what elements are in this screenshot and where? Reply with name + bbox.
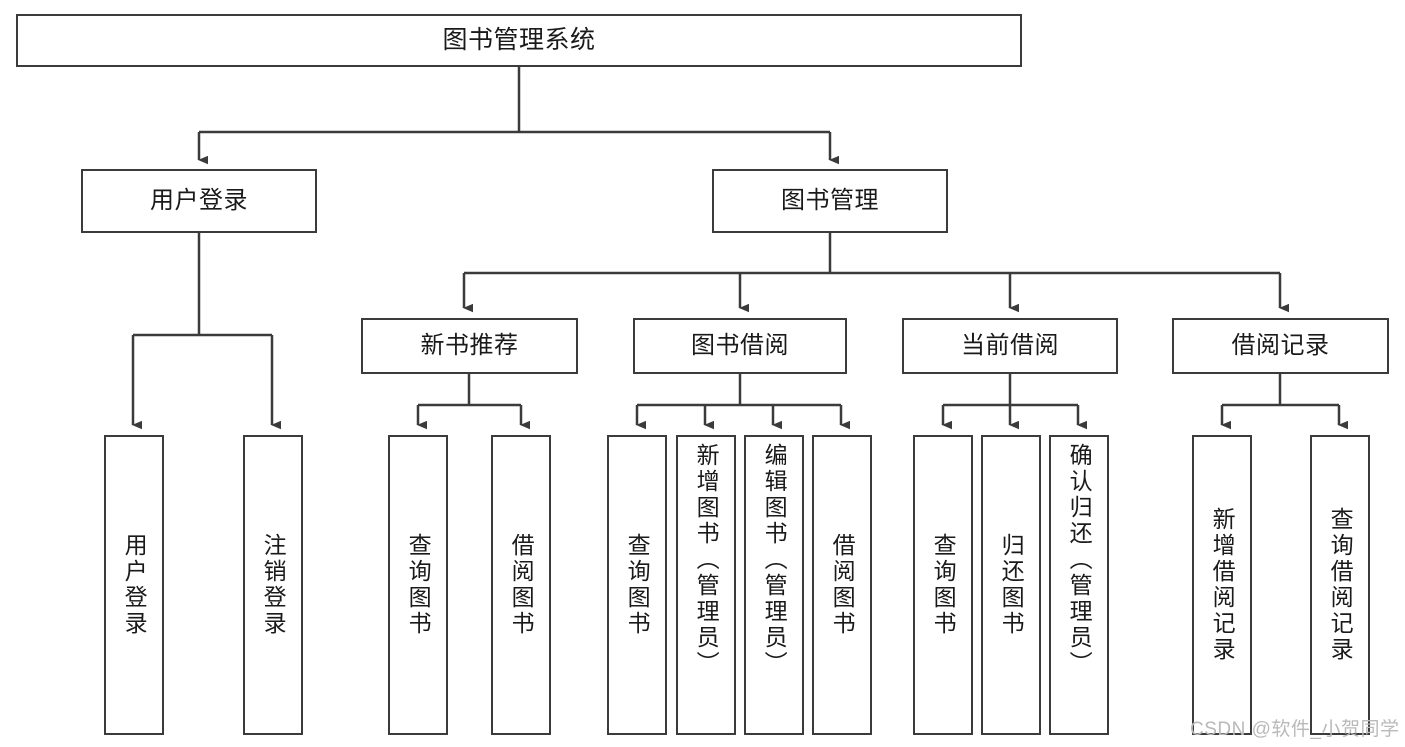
node-leaf-add-record[interactable]: 新增借阅记录 bbox=[1192, 435, 1252, 735]
node-leaf-confirm-return[interactable]: 确认归还（管理员） bbox=[1049, 435, 1109, 735]
node-leaf-logout-login[interactable]: 注销登录 bbox=[243, 435, 303, 735]
node-label: 借阅图书 bbox=[829, 533, 856, 637]
node-leaf-query-book-2[interactable]: 查询图书 bbox=[607, 435, 667, 735]
node-label: 用户登录 bbox=[150, 187, 248, 214]
node-label: 编辑图书（管理员） bbox=[761, 443, 788, 677]
node-leaf-add-book[interactable]: 新增图书（管理员） bbox=[676, 435, 736, 735]
node-label: 归还图书 bbox=[998, 533, 1025, 637]
node-label: 当前借阅 bbox=[961, 332, 1059, 359]
node-label: 新书推荐 bbox=[420, 332, 519, 359]
node-label: 图书借阅 bbox=[691, 332, 789, 359]
watermark-text: CSDN @软件_小贺同学 bbox=[1190, 719, 1400, 740]
node-leaf-edit-book[interactable]: 编辑图书（管理员） bbox=[744, 435, 804, 735]
node-label: 图书管理系统 bbox=[442, 25, 596, 54]
node-label: 注销登录 bbox=[260, 533, 287, 637]
node-leaf-borrow-book-1[interactable]: 借阅图书 bbox=[491, 435, 551, 735]
node-new-book-recommend[interactable]: 新书推荐 bbox=[361, 318, 578, 374]
node-label: 查询借阅记录 bbox=[1327, 507, 1354, 663]
node-label: 新增图书（管理员） bbox=[693, 443, 720, 677]
node-label: 用户登录 bbox=[121, 533, 148, 637]
node-label: 图书管理 bbox=[781, 187, 879, 214]
node-label: 借阅记录 bbox=[1231, 332, 1330, 359]
node-leaf-borrow-book-2[interactable]: 借阅图书 bbox=[812, 435, 872, 735]
node-leaf-query-book-3[interactable]: 查询图书 bbox=[913, 435, 973, 735]
node-leaf-query-book-1[interactable]: 查询图书 bbox=[388, 435, 448, 735]
node-label: 新增借阅记录 bbox=[1209, 507, 1236, 663]
node-user-login[interactable]: 用户登录 bbox=[81, 169, 317, 233]
node-label: 借阅图书 bbox=[508, 533, 535, 637]
node-book-manage[interactable]: 图书管理 bbox=[712, 169, 948, 233]
node-current-borrow[interactable]: 当前借阅 bbox=[902, 318, 1118, 374]
node-label: 查询图书 bbox=[930, 533, 957, 637]
node-label: 查询图书 bbox=[624, 533, 651, 637]
node-root-system[interactable]: 图书管理系统 bbox=[16, 14, 1022, 67]
node-label: 确认归还（管理员） bbox=[1066, 443, 1093, 677]
node-label: 查询图书 bbox=[405, 533, 432, 637]
node-book-borrow[interactable]: 图书借阅 bbox=[633, 318, 847, 374]
node-leaf-return-book[interactable]: 归还图书 bbox=[981, 435, 1041, 735]
node-borrow-record[interactable]: 借阅记录 bbox=[1172, 318, 1389, 374]
node-leaf-user-login[interactable]: 用户登录 bbox=[104, 435, 164, 735]
node-leaf-query-record[interactable]: 查询借阅记录 bbox=[1310, 435, 1370, 735]
